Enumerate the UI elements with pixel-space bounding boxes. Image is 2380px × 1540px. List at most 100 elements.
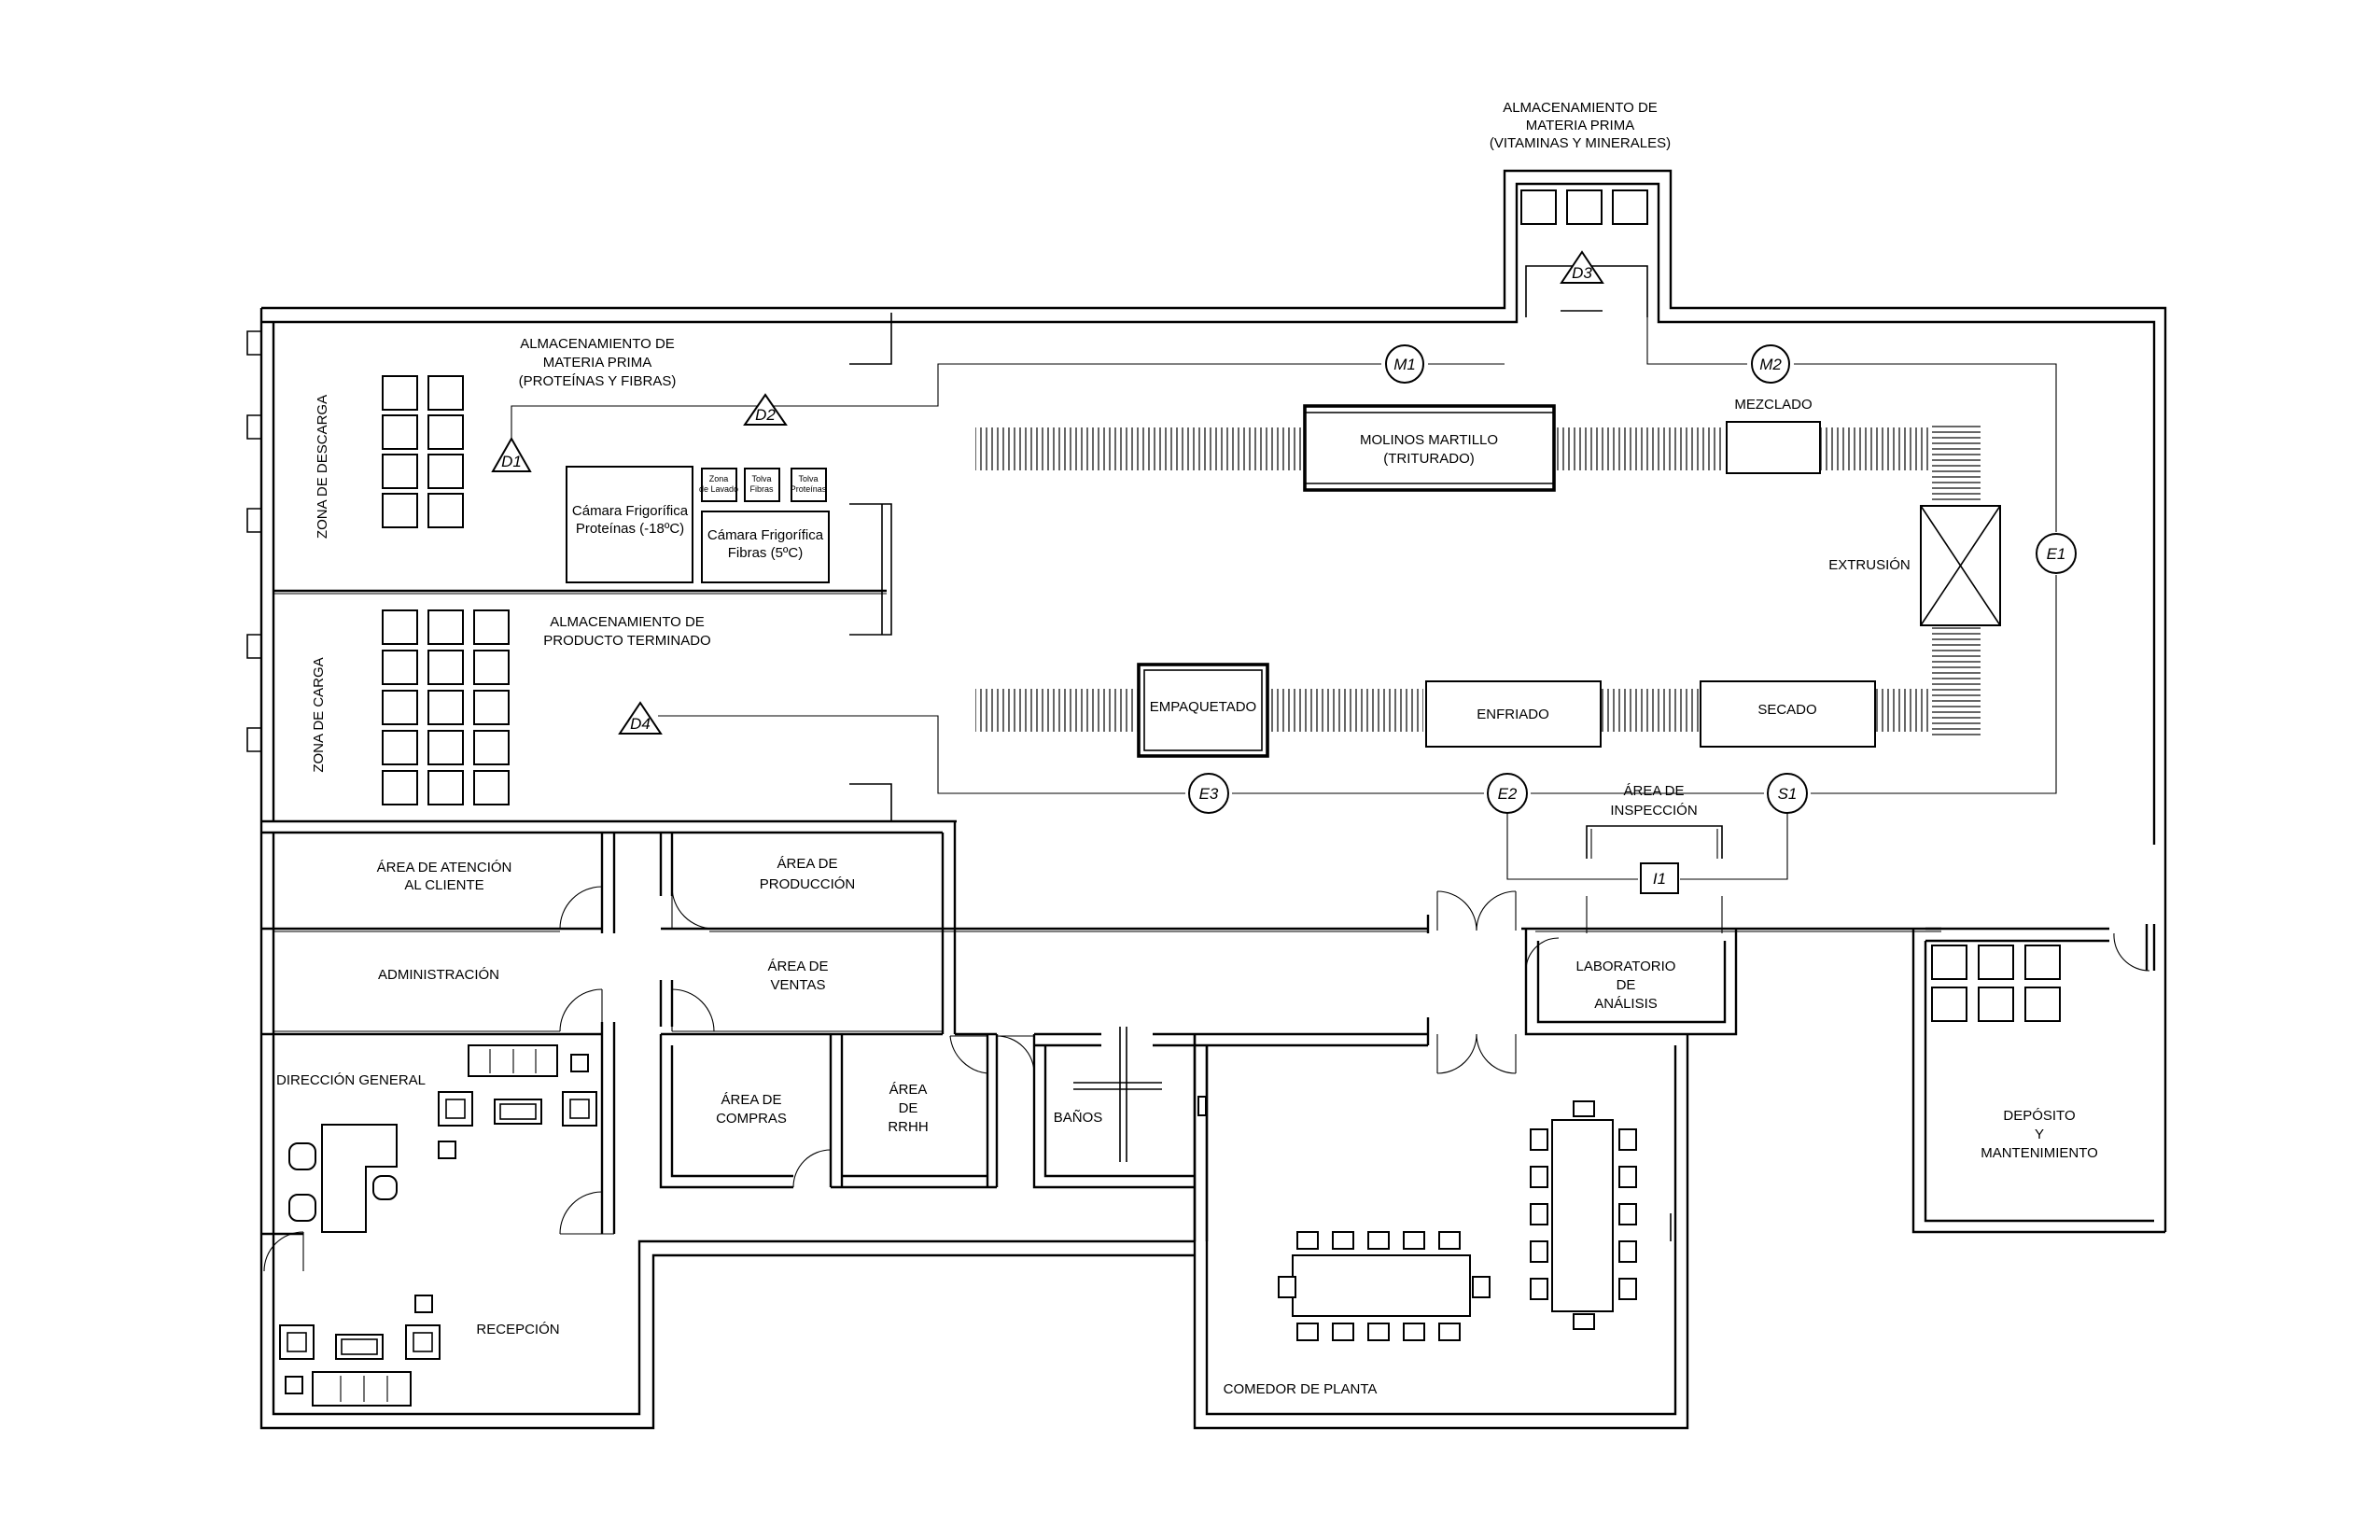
svg-text:E3: E3 bbox=[1199, 785, 1219, 803]
marker-s1: S1 bbox=[1767, 773, 1808, 814]
svg-text:M1: M1 bbox=[1393, 356, 1416, 373]
conveyor-bottom-mid2 bbox=[1601, 689, 1703, 732]
storage-raw-material-label: ALMACENAMIENTO DE MATERIA PRIMA (PROTEÍN… bbox=[519, 336, 677, 389]
marker-d1: D1 bbox=[491, 436, 532, 472]
svg-text:E1: E1 bbox=[2047, 545, 2066, 563]
svg-text:PRODUCCIÓN: PRODUCCIÓN bbox=[760, 876, 856, 892]
svg-text:E2: E2 bbox=[1498, 785, 1518, 803]
svg-text:DE: DE bbox=[1617, 977, 1636, 993]
deposit-pallets bbox=[1931, 945, 2061, 1022]
office-walls bbox=[261, 821, 2165, 1241]
svg-text:SECADO: SECADO bbox=[1757, 702, 1816, 718]
svg-text:ÁREA DE: ÁREA DE bbox=[1623, 783, 1684, 799]
svg-text:Fibras: Fibras bbox=[749, 484, 774, 494]
reception-label: RECEPCIÓN bbox=[476, 1322, 559, 1337]
storage-vitamins-label: ALMACENAMIENTO DE MATERIA PRIMA (VITAMIN… bbox=[1490, 100, 1671, 151]
storage-finished-label: ALMACENAMIENTO DE PRODUCTO TERMINADO bbox=[543, 614, 710, 649]
cold-room-fibers bbox=[701, 511, 830, 583]
marker-m2: M2 bbox=[1751, 344, 1790, 384]
management-furniture bbox=[288, 1044, 597, 1233]
svg-text:DE: DE bbox=[899, 1100, 918, 1116]
reception-furniture bbox=[279, 1295, 441, 1407]
pallets-vitamins bbox=[1520, 189, 1648, 225]
svg-text:MATERIA PRIMA: MATERIA PRIMA bbox=[1526, 118, 1634, 133]
marker-m1: M1 bbox=[1385, 344, 1424, 384]
conveyor-right-upper bbox=[1932, 422, 1981, 504]
svg-text:EXTRUSIÓN: EXTRUSIÓN bbox=[1828, 557, 1911, 573]
svg-text:D2: D2 bbox=[755, 406, 776, 424]
svg-text:ALMACENAMIENTO DE: ALMACENAMIENTO DE bbox=[1503, 100, 1658, 116]
marker-d3: D3 bbox=[1560, 250, 1604, 284]
conveyor-bottom-right bbox=[1874, 689, 1932, 732]
marker-e2: E2 bbox=[1487, 773, 1528, 814]
svg-text:I1: I1 bbox=[1653, 870, 1666, 888]
pallets-finished-product bbox=[382, 609, 510, 805]
hammer-mill bbox=[1303, 404, 1556, 492]
svg-text:ALMACENAMIENTO DE: ALMACENAMIENTO DE bbox=[550, 614, 705, 630]
mixer bbox=[1726, 421, 1821, 474]
svg-text:Cámara Frigorífica: Cámara Frigorífica bbox=[707, 527, 824, 543]
marker-e1: E1 bbox=[2036, 533, 2077, 574]
conveyor-top-right bbox=[1820, 427, 1932, 470]
zone-load-label: ZONA DE CARGA bbox=[311, 657, 327, 772]
svg-text:Tolva: Tolva bbox=[751, 474, 771, 483]
svg-text:ANÁLISIS: ANÁLISIS bbox=[1594, 996, 1658, 1012]
conveyor-top-left bbox=[975, 427, 1305, 470]
conveyor-top-middle bbox=[1554, 427, 1722, 470]
svg-text:Cámara Frigorífica: Cámara Frigorífica bbox=[572, 503, 689, 519]
hopper-fibers bbox=[744, 468, 780, 502]
svg-text:ENFRIADO: ENFRIADO bbox=[1477, 707, 1549, 722]
marker-d4: D4 bbox=[618, 701, 663, 735]
management-label: DIRECCIÓN GENERAL bbox=[276, 1072, 426, 1088]
svg-text:MEZCLADO: MEZCLADO bbox=[1734, 397, 1812, 413]
lab-label: LABORATORIO bbox=[1576, 959, 1676, 974]
sales-area-label: ÁREA DE bbox=[767, 959, 828, 974]
svg-text:Zona: Zona bbox=[709, 474, 729, 483]
hr-label: ÁREA bbox=[889, 1082, 928, 1098]
svg-text:INSPECCIÓN: INSPECCIÓN bbox=[1610, 803, 1697, 819]
svg-text:(VITAMINAS Y MINERALES): (VITAMINAS Y MINERALES) bbox=[1490, 135, 1671, 151]
zone-unload-label: ZONA DE DESCARGA bbox=[315, 395, 330, 539]
svg-text:D4: D4 bbox=[630, 715, 651, 733]
svg-text:(TRITURADO): (TRITURADO) bbox=[1383, 451, 1475, 467]
pallets-raw-material bbox=[382, 375, 464, 528]
marker-d2: D2 bbox=[743, 393, 788, 426]
doors bbox=[261, 886, 2150, 1272]
svg-text:AL CLIENTE: AL CLIENTE bbox=[404, 877, 483, 893]
washing-zone bbox=[701, 468, 737, 502]
svg-text:PRODUCTO TERMINADO: PRODUCTO TERMINADO bbox=[543, 633, 710, 649]
purchasing-label: ÁREA DE bbox=[721, 1092, 781, 1108]
customer-service-label: ÁREA DE ATENCIÓN bbox=[377, 860, 512, 875]
cold-room-proteins bbox=[566, 466, 693, 583]
inspection-area: ÁREA DE INSPECCIÓN bbox=[1586, 783, 1723, 859]
svg-text:D1: D1 bbox=[501, 453, 522, 470]
process-flow-lines bbox=[511, 310, 2057, 880]
svg-text:RRHH: RRHH bbox=[888, 1119, 928, 1135]
marker-i1: I1 bbox=[1640, 862, 1679, 894]
conveyor-bottom-left bbox=[975, 689, 1139, 732]
svg-text:ALMACENAMIENTO DE: ALMACENAMIENTO DE bbox=[520, 336, 675, 352]
administration-label: ADMINISTRACIÓN bbox=[378, 967, 499, 983]
marker-e3: E3 bbox=[1188, 773, 1229, 814]
svg-text:COMPRAS: COMPRAS bbox=[716, 1111, 787, 1127]
svg-text:Y: Y bbox=[2035, 1127, 2044, 1142]
svg-text:VENTAS: VENTAS bbox=[771, 977, 826, 993]
dining-table-horizontal bbox=[1278, 1231, 1491, 1341]
dining-table-vertical bbox=[1530, 1100, 1637, 1330]
svg-text:MANTENIMIENTO: MANTENIMIENTO bbox=[1981, 1145, 2098, 1161]
conveyor-bottom-middle bbox=[1269, 689, 1423, 732]
cooler bbox=[1425, 680, 1602, 748]
svg-text:(PROTEÍNAS Y FIBRAS): (PROTEÍNAS Y FIBRAS) bbox=[519, 373, 677, 389]
svg-text:EMPAQUETADO: EMPAQUETADO bbox=[1150, 699, 1256, 715]
restrooms-label: BAÑOS bbox=[1054, 1110, 1103, 1126]
svg-text:D3: D3 bbox=[1572, 264, 1592, 282]
svg-text:S1: S1 bbox=[1778, 785, 1798, 803]
dryer bbox=[1700, 680, 1876, 748]
hopper-proteins bbox=[791, 468, 827, 502]
deposit-label: DEPÓSITO bbox=[2003, 1108, 2075, 1124]
svg-text:M2: M2 bbox=[1759, 356, 1782, 373]
svg-text:de Lavado: de Lavado bbox=[699, 484, 738, 494]
svg-text:Proteínas: Proteínas bbox=[791, 484, 827, 494]
svg-text:MATERIA PRIMA: MATERIA PRIMA bbox=[543, 355, 651, 371]
